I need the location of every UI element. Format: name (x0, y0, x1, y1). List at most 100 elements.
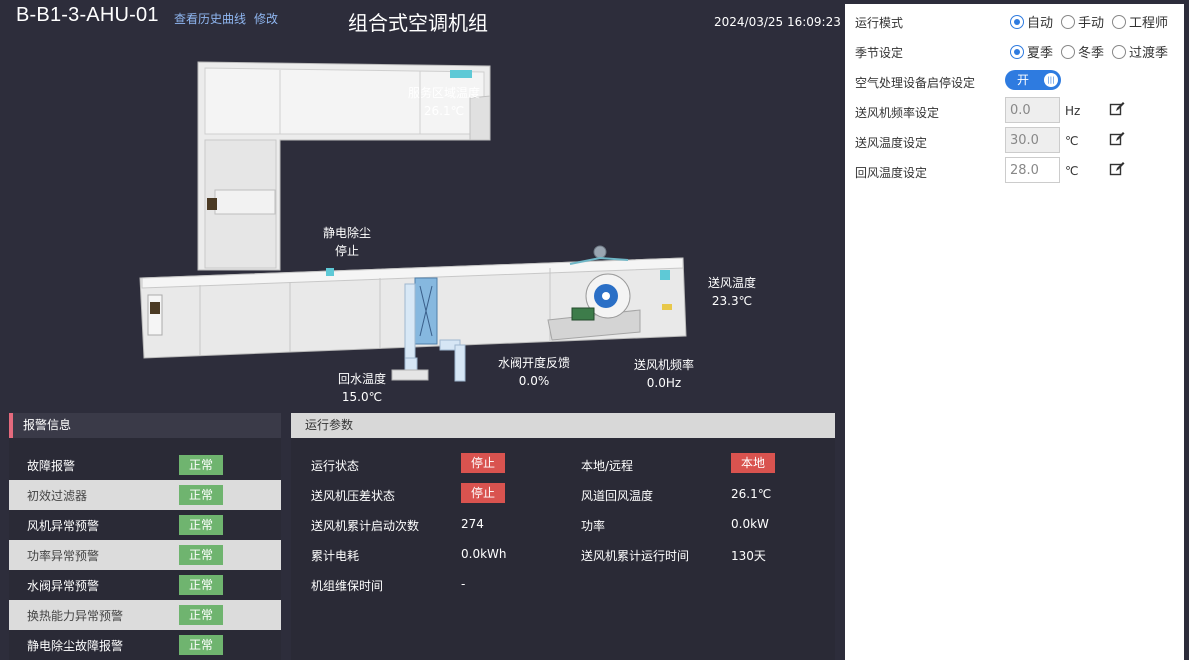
season-label: 季节设定 (855, 46, 904, 60)
run-state-badge: 停止 (461, 453, 505, 473)
edit-icon[interactable] (1109, 101, 1125, 117)
alarm-row: 水阀异常预警 正常 (9, 570, 281, 600)
alarm-label: 换热能力异常预警 (27, 609, 124, 623)
ahu-unit-illustration (139, 61, 687, 382)
fan-freq-unit: Hz (1065, 104, 1081, 118)
season-option-label: 冬季 (1078, 46, 1105, 61)
supply-air-temp-value: 23.3℃ (711, 294, 753, 308)
alarm-status-badge: 正常 (179, 635, 223, 655)
season-radio-transition[interactable]: 过渡季 (1112, 42, 1168, 61)
fan-start-count-value: 274 (461, 517, 484, 531)
settings-panel: 运行模式 自动 手动 工程师 季节设定 夏季 冬季 过渡季 空气处理设备启停设定… (845, 4, 1184, 660)
alarm-status-badge: 正常 (179, 545, 223, 565)
alarm-panel: 报警信息 故障报警 正常 初效过滤器 正常 风机异常预警 正常 功率异常预警 正… (9, 413, 281, 660)
return-temp-unit: ℃ (1065, 164, 1079, 178)
season-radio-winter[interactable]: 冬季 (1061, 42, 1104, 61)
alarm-status-badge: 正常 (179, 455, 223, 475)
run-params-panel: 运行参数 运行状态 停止 本地/远程 本地 送风机压差状态 停止 风道回风温度 … (291, 413, 835, 660)
power-value: 0.0kW (731, 517, 769, 531)
season-radio-summer[interactable]: 夏季 (1010, 42, 1053, 61)
local-remote-badge: 本地 (731, 453, 775, 473)
alarm-panel-title: 报警信息 (9, 413, 281, 438)
local-remote-label: 本地/远程 (581, 459, 634, 473)
season-option-label: 夏季 (1027, 46, 1054, 61)
maintenance-time-label: 机组维保时间 (311, 579, 384, 593)
supply-temp-input[interactable] (1005, 127, 1060, 153)
alarm-status-badge: 正常 (179, 575, 223, 595)
supply-temp-set-label: 送风温度设定 (855, 136, 928, 150)
fan-dp-state-badge: 停止 (461, 483, 505, 503)
supply-temp-unit: ℃ (1065, 134, 1079, 148)
valve-opening-value: 0.0% (518, 374, 550, 388)
fan-run-time-value: 130天 (731, 549, 766, 563)
edit-icon[interactable] (1109, 131, 1125, 147)
page-title: 组合式空调机组 (348, 11, 488, 35)
fan-start-count-label: 送风机累计启动次数 (311, 519, 420, 533)
radio-icon (1061, 14, 1075, 29)
service-area-temp-value: 26.1℃ (423, 104, 465, 118)
return-temp-set-label: 回风温度设定 (855, 166, 928, 180)
alarm-row: 故障报警 正常 (9, 450, 281, 480)
toggle-knob-icon: ||| (1044, 73, 1058, 87)
alarm-status-badge: 正常 (179, 485, 223, 505)
alarm-label: 静电除尘故障报警 (27, 639, 124, 653)
toggle-label: 开 (1017, 73, 1030, 87)
esp-status: 停止 (334, 244, 360, 258)
energy-label: 累计电耗 (311, 549, 360, 563)
alarm-row: 静电除尘故障报警 正常 (9, 630, 281, 660)
run-mode-label: 运行模式 (855, 16, 904, 30)
fan-frequency-label: 送风机频率 (633, 358, 695, 372)
alarm-label: 故障报警 (27, 459, 76, 473)
return-temp-input[interactable] (1005, 157, 1060, 183)
alarm-label: 风机异常预警 (27, 519, 100, 533)
service-area-temp-label: 服务区域温度 (407, 86, 481, 100)
fan-freq-input[interactable] (1005, 97, 1060, 123)
alarm-status-badge: 正常 (179, 605, 223, 625)
return-water-temp-value: 15.0℃ (341, 390, 383, 404)
season-option-label: 过渡季 (1129, 46, 1169, 61)
power-label: 功率 (581, 519, 606, 533)
modify-link[interactable]: 修改 (254, 12, 279, 26)
fan-frequency-value: 0.0Hz (646, 376, 682, 390)
mode-option-label: 工程师 (1129, 16, 1169, 31)
radio-icon (1061, 44, 1075, 59)
mode-radio-manual[interactable]: 手动 (1061, 12, 1104, 31)
device-id: B-B1-3-AHU-01 (16, 4, 159, 26)
alarm-label: 初效过滤器 (27, 489, 88, 503)
datetime: 2024/03/25 16:09:23 (714, 15, 841, 29)
history-curve-link[interactable]: 查看历史曲线 (174, 12, 247, 26)
alarm-row: 换热能力异常预警 正常 (9, 600, 281, 630)
radio-selected-icon (1010, 14, 1024, 29)
supply-air-temp-label: 送风温度 (707, 276, 757, 290)
alarm-row: 风机异常预警 正常 (9, 510, 281, 540)
return-air-temp-value: 26.1℃ (731, 487, 772, 501)
mode-radio-engineer[interactable]: 工程师 (1112, 12, 1168, 31)
run-params-title: 运行参数 (291, 413, 835, 438)
alarm-label: 水阀异常预警 (27, 579, 100, 593)
onoff-toggle[interactable]: 开 ||| (1005, 70, 1061, 90)
radio-icon (1112, 14, 1126, 29)
fan-dp-state-label: 送风机压差状态 (311, 489, 396, 503)
return-water-temp-label: 回水温度 (337, 372, 387, 386)
energy-value: 0.0kWh (461, 547, 507, 561)
mode-option-label: 自动 (1027, 16, 1054, 31)
mode-radio-auto[interactable]: 自动 (1010, 12, 1053, 31)
alarm-status-badge: 正常 (179, 515, 223, 535)
fan-freq-set-label: 送风机频率设定 (855, 106, 940, 120)
radio-icon (1112, 44, 1126, 59)
return-air-temp-label: 风道回风温度 (581, 489, 654, 503)
edit-icon[interactable] (1109, 161, 1125, 177)
esp-label: 静电除尘 (322, 226, 372, 240)
fan-run-time-label: 送风机累计运行时间 (581, 549, 690, 563)
mode-option-label: 手动 (1078, 16, 1105, 31)
alarm-label: 功率异常预警 (27, 549, 100, 563)
valve-opening-label: 水阀开度反馈 (497, 356, 571, 370)
maintenance-time-value: - (461, 577, 466, 591)
alarm-row: 功率异常预警 正常 (9, 540, 281, 570)
onoff-label: 空气处理设备启停设定 (855, 76, 976, 90)
alarm-row: 初效过滤器 正常 (9, 480, 281, 510)
run-state-label: 运行状态 (311, 459, 360, 473)
radio-selected-icon (1010, 44, 1024, 59)
ahu-diagram: 服务区域温度 26.1℃ 静电除尘 停止 送风温度 23.3℃ 回水温度 15.… (0, 40, 845, 410)
